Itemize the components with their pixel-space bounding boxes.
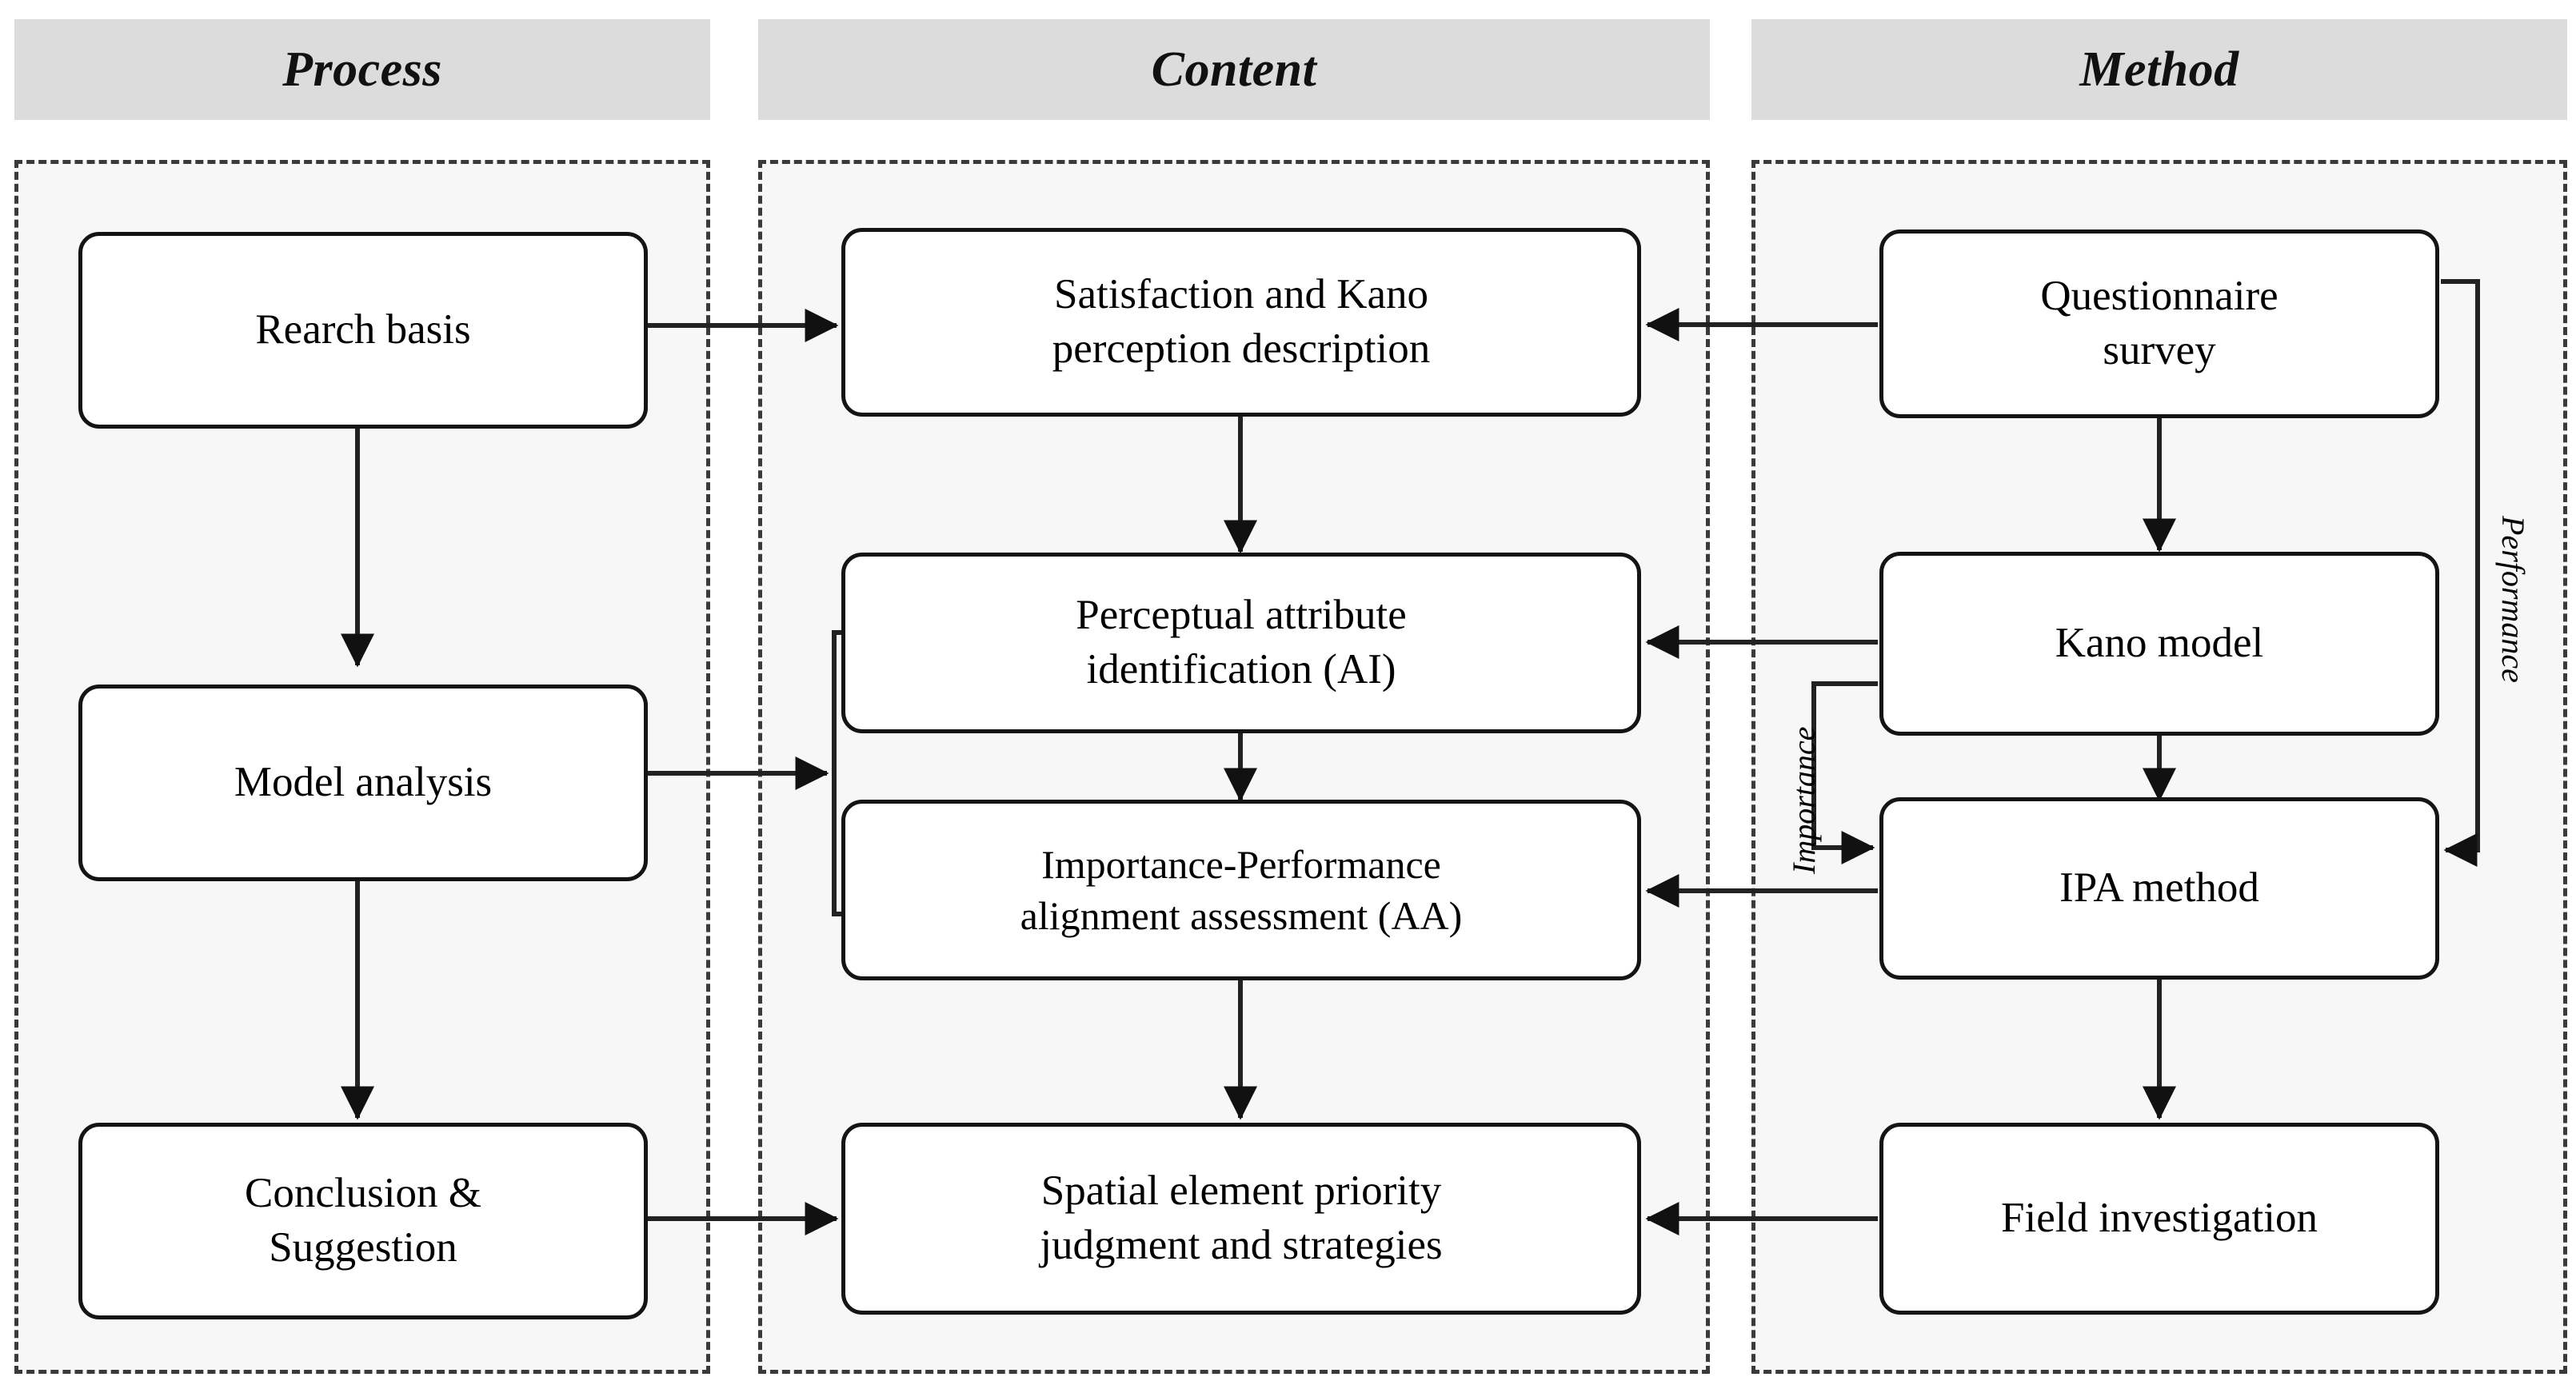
edge-label-importance: Importance bbox=[1786, 726, 1822, 874]
node-importance-performance-line-1: Importance-Performance bbox=[1041, 842, 1441, 887]
node-ipa-method[interactable]: IPA method bbox=[1879, 797, 2439, 980]
header-label-content: Content bbox=[1151, 42, 1317, 97]
node-satisfaction-kano-line-1: Satisfaction and Kano bbox=[1053, 271, 1429, 318]
content-bracket bbox=[832, 630, 837, 916]
node-model-analysis-line-1: Model analysis bbox=[234, 759, 493, 806]
node-model-analysis[interactable]: Model analysis bbox=[78, 685, 648, 881]
node-field-investigation[interactable]: Field investigation bbox=[1879, 1123, 2439, 1315]
node-perceptual-attribute-line-1: Perceptual attribute bbox=[1076, 592, 1407, 639]
node-kano-model[interactable]: Kano model bbox=[1879, 552, 2439, 736]
node-perceptual-attribute-line-2: identification (AI) bbox=[1086, 646, 1396, 693]
node-importance-performance-line-2: alignment assessment (AA) bbox=[1020, 893, 1463, 938]
node-importance-performance[interactable]: Importance-Performance alignment assessm… bbox=[841, 800, 1641, 980]
node-questionnaire-survey-line-1: Questionnaire bbox=[2040, 273, 2278, 320]
header-band-content: Content bbox=[758, 19, 1710, 120]
edge-performance-elbow bbox=[2441, 279, 2480, 867]
node-conclusion-suggestion[interactable]: Conclusion & Suggestion bbox=[78, 1123, 648, 1319]
header-label-method: Method bbox=[2079, 42, 2239, 97]
node-satisfaction-kano-line-2: perception description bbox=[1052, 325, 1431, 372]
edge-importance-elbow bbox=[1811, 681, 1878, 864]
node-research-basis-line-1: Rearch basis bbox=[255, 306, 471, 353]
node-research-basis[interactable]: Rearch basis bbox=[78, 232, 648, 429]
node-satisfaction-kano[interactable]: Satisfaction and Kano perception descrip… bbox=[841, 228, 1641, 417]
node-kano-model-line-1: Kano model bbox=[2055, 620, 2264, 667]
header-label-process: Process bbox=[282, 42, 442, 97]
node-questionnaire-survey[interactable]: Questionnaire survey bbox=[1879, 230, 2439, 418]
node-field-investigation-line-1: Field investigation bbox=[2001, 1195, 2318, 1242]
node-spatial-element-priority-line-2: judgment and strategies bbox=[1040, 1222, 1443, 1268]
node-spatial-element-priority[interactable]: Spatial element priority judgment and st… bbox=[841, 1123, 1641, 1315]
node-conclusion-suggestion-line-2: Suggestion bbox=[269, 1224, 457, 1271]
node-ipa-method-line-1: IPA method bbox=[2059, 864, 2259, 912]
node-questionnaire-survey-line-2: survey bbox=[2103, 327, 2216, 373]
node-perceptual-attribute[interactable]: Perceptual attribute identification (AI) bbox=[841, 553, 1641, 733]
header-band-process: Process bbox=[14, 19, 710, 120]
node-conclusion-suggestion-line-1: Conclusion & bbox=[245, 1170, 481, 1217]
edge-label-performance: Performance bbox=[2495, 516, 2531, 683]
header-band-method: Method bbox=[1751, 19, 2567, 120]
node-spatial-element-priority-line-1: Spatial element priority bbox=[1040, 1167, 1442, 1215]
